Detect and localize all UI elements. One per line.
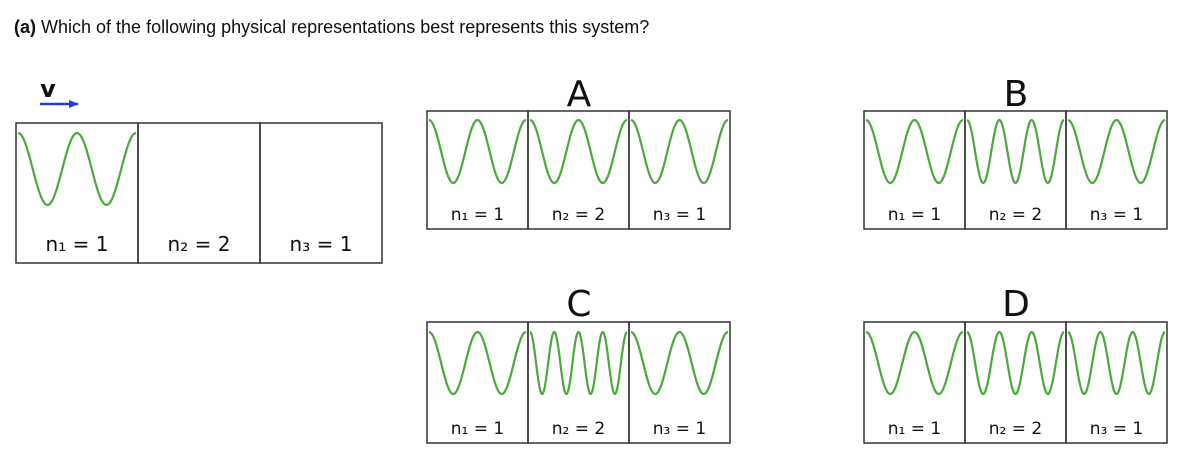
wave-curve xyxy=(865,330,964,396)
wave-curve xyxy=(630,330,729,396)
option-d[interactable]: D n₁ = 1 n₂ = 2 n₃ = 1 xyxy=(863,284,1168,444)
quantum-number-label: n₁ = 1 xyxy=(888,419,941,439)
wave-curve xyxy=(1067,118,1166,185)
quantum-number-label: n₂ = 2 xyxy=(552,419,605,439)
option-c[interactable]: C n₁ = 1 n₂ = 2 n₃ = 1 xyxy=(426,284,731,444)
option-boxes: n₁ = 1 n₂ = 2 n₃ = 1 xyxy=(426,110,731,230)
velocity-label: v xyxy=(40,75,56,103)
option-boxes: n₁ = 1 n₂ = 2 n₃ = 1 xyxy=(863,110,1168,230)
wave-curve xyxy=(966,118,1065,185)
quantum-number-label: n₃ = 1 xyxy=(653,205,706,225)
option-b[interactable]: B n₁ = 1 n₂ = 2 n₃ = 1 xyxy=(863,74,1168,230)
option-letter: B xyxy=(1004,74,1029,115)
quantum-number-label: n₃ = 1 xyxy=(1090,419,1143,439)
option-boxes: n₁ = 1 n₂ = 2 n₃ = 1 xyxy=(426,321,731,444)
box-outline xyxy=(628,321,731,444)
quantum-number-label: n₁ = 1 xyxy=(451,419,504,439)
quantum-number-label: n₂ = 2 xyxy=(168,232,231,256)
wave-curve xyxy=(17,131,137,207)
option-a[interactable]: A n₁ = 1 n₂ = 2 n₃ = 1 xyxy=(426,74,731,230)
quantum-number-label: n₁ = 1 xyxy=(451,205,504,225)
wave-curve xyxy=(529,118,628,185)
quantum-number-label: n₂ = 2 xyxy=(989,205,1042,225)
quantum-number-label: n₁ = 1 xyxy=(888,205,941,225)
question-body: Which of the following physical represen… xyxy=(41,17,650,37)
wave-curve xyxy=(428,330,527,396)
box-outline xyxy=(1065,321,1168,444)
system-group: v n₁ = 1 n₂ = 2 n₃ = 1 xyxy=(15,75,383,264)
wave-curve xyxy=(630,118,729,185)
box-outline xyxy=(628,110,731,230)
system-boxes: n₁ = 1 n₂ = 2 n₃ = 1 xyxy=(15,122,383,264)
quantum-number-label: n₂ = 2 xyxy=(989,419,1042,439)
option-boxes: n₁ = 1 n₂ = 2 n₃ = 1 xyxy=(863,321,1168,444)
quantum-number-label: n₂ = 2 xyxy=(552,205,605,225)
quantum-number-label: n₃ = 1 xyxy=(290,232,353,256)
question-label: (a) xyxy=(14,17,36,37)
box-outline xyxy=(1065,110,1168,230)
wave-curve xyxy=(1067,330,1166,396)
quantum-number-label: n₃ = 1 xyxy=(1090,205,1143,225)
wave-curve xyxy=(966,330,1065,396)
wave-curve xyxy=(865,118,964,185)
box-outline xyxy=(259,122,383,264)
quantum-number-label: n₃ = 1 xyxy=(653,419,706,439)
option-letter: A xyxy=(567,74,592,115)
question-text: (a) Which of the following physical repr… xyxy=(14,17,649,38)
wave-curve xyxy=(529,330,628,396)
quantum-number-label: n₁ = 1 xyxy=(46,232,109,256)
option-letter: D xyxy=(1002,284,1030,325)
wave-curve xyxy=(428,118,527,185)
option-letter: C xyxy=(566,284,591,325)
